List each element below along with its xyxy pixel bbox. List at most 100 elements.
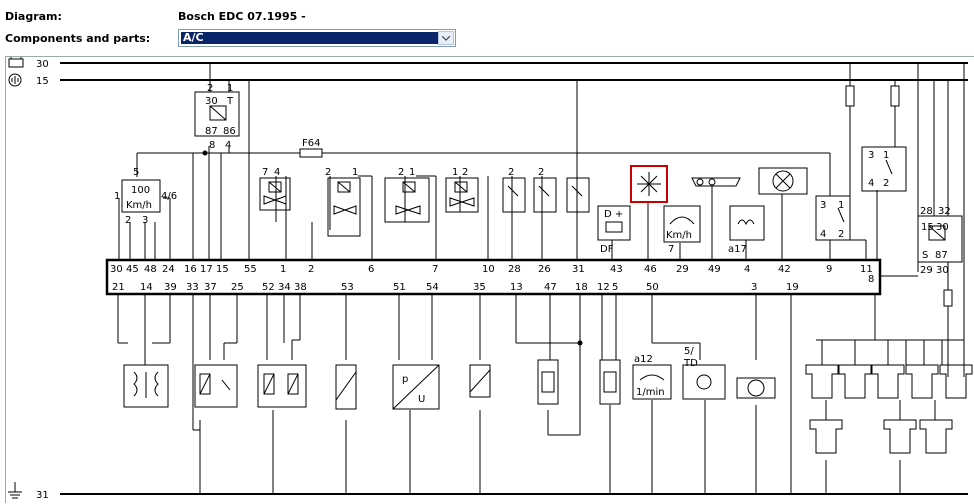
speedo-pin-7: 7: [668, 244, 674, 255]
components-select[interactable]: A/C: [178, 29, 456, 47]
connector-bottom-pin: 37: [204, 282, 217, 293]
switch2-pin-2: 2: [538, 167, 544, 178]
connector-bottom-pin: 12: [597, 282, 610, 293]
pu-p: p: [402, 374, 408, 385]
connector-top-pin: 6: [368, 264, 374, 275]
speed-100: 100: [131, 185, 150, 196]
ac-compressor-symbol[interactable]: [630, 165, 668, 203]
relayC-s: S: [922, 250, 928, 261]
relays-right: [815, 85, 963, 307]
valve2-pin-2: 2: [325, 167, 331, 178]
connector-top-pin: 43: [610, 264, 623, 275]
bottom-sensors: [123, 359, 776, 410]
diagram-frame: [5, 56, 974, 503]
connector-top-pin: 30: [110, 264, 123, 275]
connector-bottom-pin: 47: [544, 282, 557, 293]
relayA-pin-1: 1: [838, 200, 844, 211]
battery-icon: [8, 57, 24, 68]
valve3-pin-2: 2: [398, 167, 404, 178]
pu-u: U: [418, 394, 425, 405]
connector-bottom-pin: 3: [751, 282, 757, 293]
connector-top-pin: 48: [144, 264, 157, 275]
switches: [502, 177, 590, 213]
ground-icon: [8, 482, 22, 499]
connector-top-pin: 16: [184, 264, 197, 275]
connector-bottom-pin: 34: [278, 282, 291, 293]
connector-bottom-pin: 25: [231, 282, 244, 293]
connector-top-pin: 49: [708, 264, 721, 275]
relayA-pin-3: 3: [820, 200, 826, 211]
relayB-pin-3: 3: [868, 150, 874, 161]
indicator-lamps: [691, 167, 808, 241]
connector-top-pin: 45: [126, 264, 139, 275]
connector-bottom-pin: 39: [164, 282, 177, 293]
ecu-connector: [105, 258, 882, 296]
diagram-value: Bosch EDC 07.1995 -: [178, 10, 306, 23]
relayB-pin-1: 1: [883, 150, 889, 161]
speedometer: [663, 205, 701, 243]
valve2-pin-1: 1: [352, 167, 358, 178]
valve1-pin-7: 7: [262, 167, 268, 178]
relay-87: 87: [205, 126, 218, 137]
connector-top-pin: 7: [432, 264, 438, 275]
connector-top-pin: 10: [482, 264, 495, 275]
connector-top-pin: 15: [216, 264, 229, 275]
connector-bottom-pin: 8: [868, 274, 874, 285]
connector-top-pin: 4: [744, 264, 750, 275]
relayA-pin-2: 2: [838, 229, 844, 240]
main-relay: [194, 91, 240, 137]
relay-pin-4: 4: [225, 140, 231, 151]
connector-bottom-pin: 53: [341, 282, 354, 293]
connector-bottom-pin: 35: [473, 282, 486, 293]
valve1-pin-4: 4: [274, 167, 280, 178]
relay-pin-1: 1: [227, 83, 233, 94]
relayC-30: 30: [936, 222, 949, 233]
connector-top-pin: 29: [676, 264, 689, 275]
valve4-pin-2: 2: [462, 167, 468, 178]
rail-31-label: 31: [36, 490, 49, 501]
relay-t: T: [226, 96, 234, 107]
relayC-29: 29: [920, 265, 933, 276]
speed-pin-3: 3: [142, 215, 148, 226]
connector-top-pin: 26: [538, 264, 551, 275]
connector-bottom-pin: 18: [575, 282, 588, 293]
components-selected-value: A/C: [181, 32, 439, 44]
connector-top-pin: 42: [778, 264, 791, 275]
speed-kmh: Km/h: [126, 200, 152, 211]
connector-bottom-pin: 13: [510, 282, 523, 293]
relayC-30b: 30: [936, 265, 949, 276]
connector-bottom-pin: 50: [646, 282, 659, 293]
connector-top-pin: 1: [280, 264, 286, 275]
chevron-down-icon[interactable]: [438, 31, 454, 45]
label-5: 5/: [684, 346, 694, 357]
connector-bottom-pin: 54: [426, 282, 439, 293]
relayB-pin-2: 2: [883, 178, 889, 189]
relayA-pin-4: 4: [820, 229, 826, 240]
relayC-32: 32: [938, 206, 951, 217]
connector-bottom-pin: 33: [186, 282, 199, 293]
rail-15-label: 15: [36, 76, 49, 87]
ignition-key-icon: [8, 73, 22, 87]
label-a12: a12: [634, 354, 653, 365]
connector-top-pin: 46: [644, 264, 657, 275]
valve4-pin-1: 1: [452, 167, 458, 178]
relayC-87: 87: [935, 250, 948, 261]
connector-bottom-pin: 21: [112, 282, 125, 293]
connector-top-pin: 31: [572, 264, 585, 275]
label-1min: 1/min: [636, 387, 665, 398]
speed-pin-2: 2: [125, 215, 131, 226]
connector-bottom-pin: 19: [786, 282, 799, 293]
connector-top-pin: 11: [860, 264, 873, 275]
diagram-label: Diagram:: [5, 10, 62, 23]
injectors: [805, 364, 973, 454]
connector-top-pin: 28: [508, 264, 521, 275]
switch1-pin-2: 2: [508, 167, 514, 178]
connector-top-pin: 2: [308, 264, 314, 275]
valve3-pin-1: 1: [409, 167, 415, 178]
relayC-15: 15: [921, 222, 934, 233]
relay-pin-2: 2: [207, 83, 213, 94]
alternator-df: DF: [600, 244, 614, 255]
connector-top-pin: 17: [200, 264, 213, 275]
